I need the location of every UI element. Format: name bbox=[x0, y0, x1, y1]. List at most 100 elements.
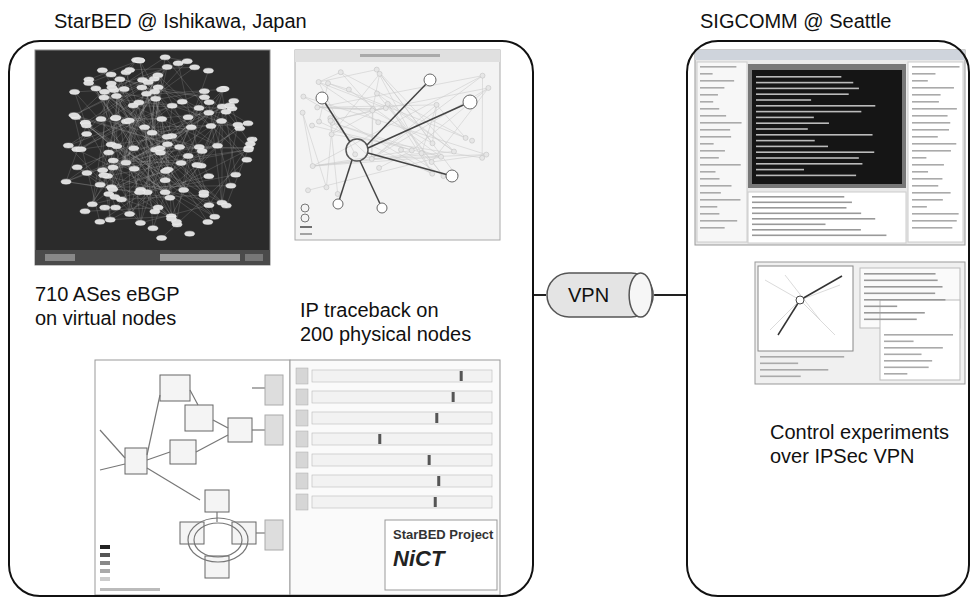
traffic-screenshot bbox=[460, 371, 463, 381]
console-screenshot bbox=[752, 202, 852, 204]
traffic-screenshot bbox=[312, 412, 492, 424]
network-screenshot bbox=[97, 68, 107, 73]
control-screenshot bbox=[884, 341, 914, 343]
console-screenshot bbox=[700, 94, 718, 96]
console-screenshot bbox=[700, 178, 720, 180]
traceback-screenshot bbox=[303, 113, 327, 188]
traffic-screenshot bbox=[100, 388, 275, 562]
network-screenshot bbox=[96, 117, 106, 122]
console-screenshot bbox=[756, 82, 853, 84]
traceback-screenshot bbox=[317, 105, 436, 108]
console-screenshot bbox=[752, 235, 886, 237]
network-screenshot bbox=[150, 209, 160, 214]
control-screenshot bbox=[785, 275, 820, 320]
traffic-screenshot bbox=[180, 522, 204, 544]
network-screenshot bbox=[229, 98, 239, 103]
traceback-screenshot bbox=[451, 149, 456, 154]
control-screenshot bbox=[864, 273, 936, 275]
control-screenshot bbox=[760, 376, 801, 378]
logo-text: NiCT bbox=[393, 546, 495, 572]
console-screenshot bbox=[700, 129, 730, 131]
network-screenshot bbox=[177, 99, 187, 104]
traceback-screenshot bbox=[369, 156, 374, 161]
network-screenshot bbox=[111, 94, 121, 99]
network-screenshot bbox=[89, 60, 140, 79]
traceback-screenshot bbox=[480, 73, 485, 78]
traceback-screenshot bbox=[432, 88, 489, 162]
traffic-screenshot bbox=[228, 418, 252, 442]
network-screenshot bbox=[76, 147, 86, 152]
traffic-screenshot bbox=[434, 497, 437, 507]
network-screenshot bbox=[84, 81, 94, 86]
console-screenshot bbox=[752, 213, 861, 215]
console-screenshot bbox=[912, 108, 957, 110]
network-screenshot bbox=[96, 88, 188, 156]
network-screenshot bbox=[108, 187, 118, 192]
traffic-screenshot bbox=[194, 523, 242, 557]
console-screenshot bbox=[700, 199, 740, 201]
console-screenshot bbox=[700, 150, 725, 152]
network-screenshot bbox=[183, 115, 193, 120]
console-screenshot bbox=[752, 196, 844, 198]
network-screenshot bbox=[226, 148, 248, 206]
control-screenshot bbox=[864, 306, 897, 308]
traffic-screenshot bbox=[296, 389, 308, 405]
traceback-screenshot bbox=[313, 76, 483, 166]
network-screenshot bbox=[89, 80, 168, 170]
traceback-screenshot bbox=[319, 82, 386, 108]
traffic-screenshot bbox=[312, 496, 492, 508]
network-screenshot bbox=[135, 58, 145, 63]
traffic-screenshot bbox=[437, 476, 440, 486]
network-screenshot bbox=[140, 127, 192, 192]
network-screenshot bbox=[247, 137, 257, 142]
network-screenshot bbox=[111, 144, 222, 202]
traceback-screenshot bbox=[370, 108, 375, 113]
traceback-screenshot bbox=[372, 74, 379, 111]
console-screenshot bbox=[912, 80, 928, 82]
traceback-screenshot bbox=[295, 50, 500, 62]
traffic-screenshot bbox=[100, 553, 110, 557]
traffic-screenshot bbox=[213, 420, 228, 428]
network-screenshot bbox=[95, 219, 105, 224]
console-screenshot bbox=[700, 164, 741, 166]
console-screenshot bbox=[912, 213, 959, 215]
network-screenshot bbox=[201, 89, 223, 166]
console-screenshot bbox=[756, 134, 873, 136]
control-screenshot bbox=[884, 360, 932, 362]
traffic-screenshot bbox=[290, 360, 500, 595]
console-screenshot bbox=[912, 178, 942, 180]
network-screenshot bbox=[157, 235, 167, 240]
traffic-screenshot bbox=[265, 415, 283, 445]
network-screenshot bbox=[147, 130, 157, 135]
control-screenshot bbox=[864, 286, 943, 288]
network-screenshot bbox=[204, 203, 214, 208]
network-screenshot bbox=[128, 103, 138, 108]
site-heading: SIGCOMM @ Seattle bbox=[700, 10, 891, 33]
console-screenshot bbox=[695, 50, 965, 245]
traceback-screenshot bbox=[300, 67, 491, 196]
network-screenshot bbox=[221, 203, 231, 208]
control-screenshot bbox=[758, 266, 853, 351]
traffic-screenshot bbox=[160, 375, 190, 401]
traceback-screenshot bbox=[463, 95, 477, 109]
traffic-screenshot bbox=[296, 368, 492, 510]
console-screenshot bbox=[756, 146, 828, 148]
network-screenshot bbox=[98, 168, 108, 173]
traffic-screenshot bbox=[100, 545, 160, 591]
network-screenshot bbox=[91, 86, 101, 91]
traffic-screenshot bbox=[100, 430, 125, 458]
network-screenshot bbox=[143, 80, 153, 85]
network-screenshot bbox=[225, 103, 235, 108]
traceback-screenshot bbox=[409, 148, 414, 153]
control-screenshot bbox=[760, 363, 798, 365]
network-screenshot bbox=[119, 87, 129, 92]
console-screenshot bbox=[700, 185, 731, 187]
traffic-screenshot bbox=[296, 494, 308, 510]
traceback-screenshot bbox=[360, 161, 382, 208]
traceback-screenshot bbox=[295, 50, 500, 240]
network-screenshot bbox=[77, 105, 230, 167]
network-screenshot bbox=[105, 217, 115, 222]
network-screenshot bbox=[89, 80, 170, 198]
traceback-screenshot bbox=[374, 91, 379, 96]
console-screenshot bbox=[700, 192, 721, 194]
